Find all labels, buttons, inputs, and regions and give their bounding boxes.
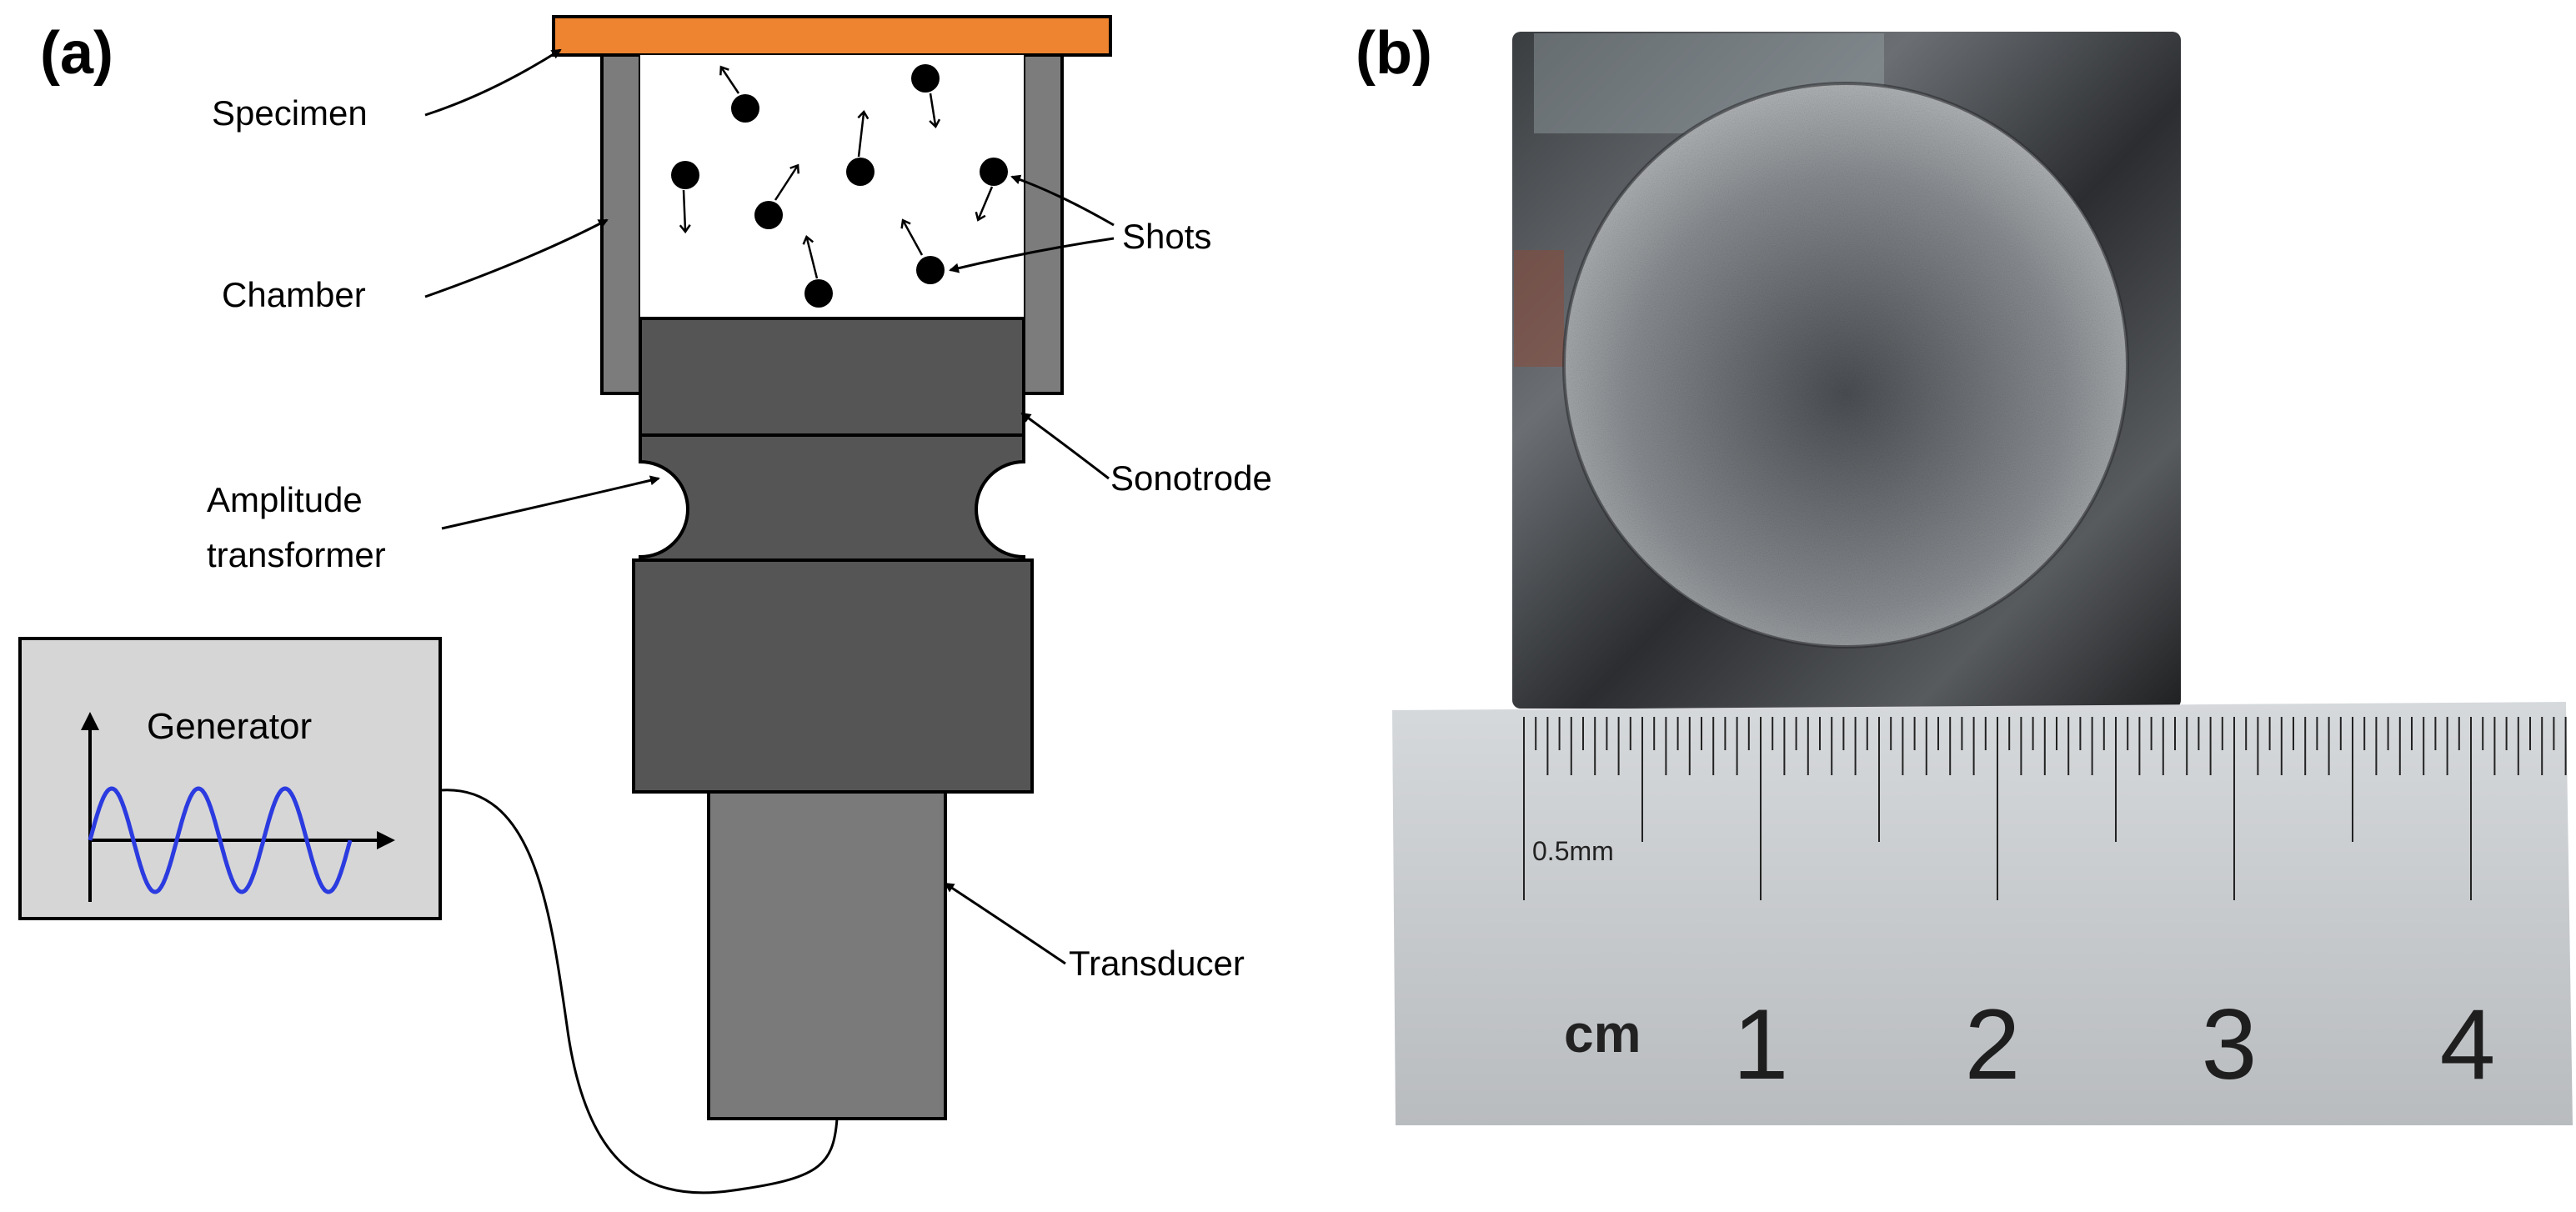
ruler-number-4: 4 bbox=[2440, 989, 2496, 1100]
arrow-sonotrode bbox=[1020, 412, 1110, 480]
arrow-shots-1 bbox=[1010, 174, 1115, 227]
label-transformer: transformer bbox=[207, 535, 386, 574]
ruler-number-3: 3 bbox=[2202, 989, 2258, 1100]
shot bbox=[911, 64, 940, 93]
label-transducer: Transducer bbox=[1069, 944, 1245, 983]
panel-a-label: (a) bbox=[40, 20, 113, 87]
motion-arrow bbox=[679, 189, 691, 234]
label-shots: Shots bbox=[1122, 217, 1211, 256]
plate-reflection-red bbox=[1514, 250, 1564, 367]
shot bbox=[671, 161, 699, 189]
treated-specimen-photo bbox=[1512, 32, 2181, 709]
panel-b-label: (b) bbox=[1356, 20, 1432, 87]
ruler-body bbox=[1392, 702, 2573, 1125]
label-sonotrode: Sonotrode bbox=[1110, 458, 1272, 498]
leader-arrows bbox=[424, 48, 1115, 965]
arrow-shots-2 bbox=[949, 237, 1115, 273]
ruler-number-2: 2 bbox=[1965, 989, 2021, 1100]
ruler: 0.5mm cm 1 2 3 4 bbox=[1392, 702, 2573, 1125]
generator-label: Generator bbox=[147, 706, 312, 747]
transducer bbox=[707, 790, 947, 1120]
sine-wave bbox=[88, 786, 353, 894]
ruler-ticks bbox=[1523, 717, 2567, 900]
specimen-plate bbox=[552, 15, 1112, 57]
peened-disc bbox=[1564, 83, 2127, 647]
amplitude-transformer bbox=[639, 433, 1025, 562]
motion-arrow bbox=[774, 163, 800, 201]
ruler-number-1: 1 bbox=[1733, 989, 1789, 1100]
panel-b: (b) 0.5mm cm 1 2 3 4 bbox=[1356, 20, 2573, 1125]
label-amplitude: Amplitude bbox=[207, 480, 363, 519]
arrow-amplitude bbox=[441, 475, 660, 530]
chamber-wall-left bbox=[600, 53, 642, 395]
shot bbox=[754, 201, 783, 229]
label-chamber: Chamber bbox=[222, 275, 366, 314]
shot bbox=[980, 158, 1008, 186]
motion-arrow bbox=[802, 235, 819, 279]
shot bbox=[804, 279, 833, 308]
converter-block bbox=[632, 558, 1034, 794]
generator-cable bbox=[439, 789, 839, 1194]
generator: Generator bbox=[18, 637, 442, 920]
shots bbox=[671, 64, 1008, 308]
motion-arrow bbox=[975, 186, 994, 222]
peened-disc-rim bbox=[1562, 82, 2129, 649]
ruler-unit-label: cm bbox=[1564, 1004, 1641, 1064]
sonotrode bbox=[639, 317, 1025, 437]
label-specimen: Specimen bbox=[212, 93, 368, 133]
chamber-wall-right bbox=[1022, 53, 1064, 395]
motion-arrow bbox=[900, 218, 924, 256]
shot-motion-arrows bbox=[679, 65, 994, 279]
chamber-interior bbox=[640, 55, 1024, 318]
panel-a: (a) bbox=[18, 15, 1272, 1194]
ruler-scale-label: 0.5mm bbox=[1532, 836, 1614, 866]
shot bbox=[846, 158, 875, 186]
motion-arrow bbox=[929, 93, 941, 129]
arrow-transducer bbox=[944, 882, 1066, 965]
motion-arrow bbox=[857, 109, 870, 158]
shot bbox=[916, 256, 945, 284]
arrow-specimen bbox=[424, 48, 562, 117]
shot bbox=[731, 94, 759, 123]
arrow-chamber bbox=[424, 218, 609, 298]
motion-arrow bbox=[719, 65, 740, 94]
